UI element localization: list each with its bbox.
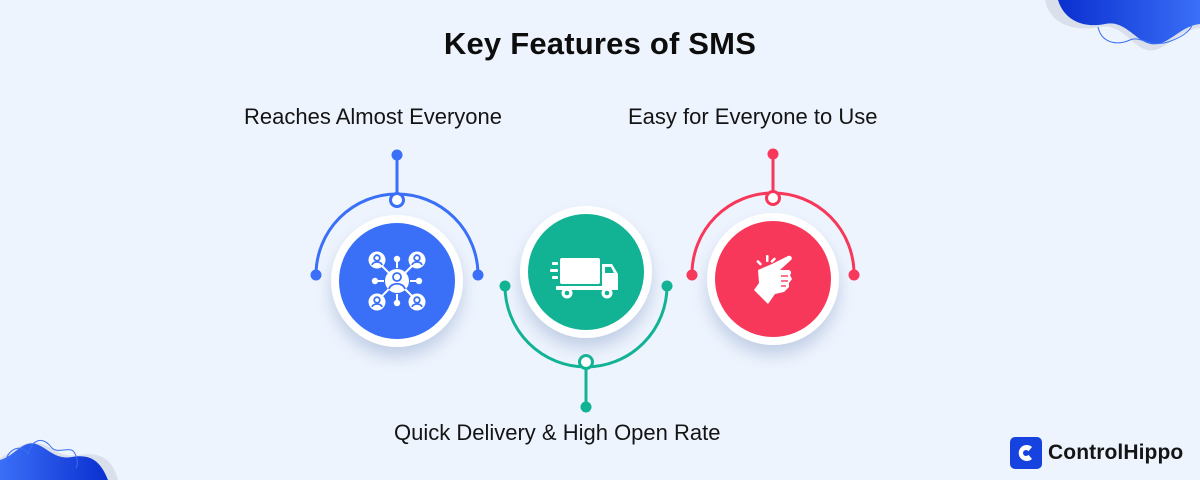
feature-label-delivery: Quick Delivery & High Open Rate bbox=[394, 420, 721, 445]
corner-wave-top-right bbox=[1045, 0, 1200, 51]
finger-snap-icon bbox=[754, 255, 792, 304]
feature-label-easy: Easy for Everyone to Use bbox=[628, 104, 878, 129]
corner-wave-bottom-left bbox=[0, 439, 118, 480]
feature-node-reach bbox=[310, 149, 484, 347]
page-title: Key Features of SMS bbox=[443, 26, 757, 61]
controlhippo-logo-icon bbox=[1010, 437, 1042, 469]
feature-node-delivery bbox=[499, 206, 673, 413]
feature-node-easy bbox=[686, 148, 860, 345]
brand-name: ControlHippo bbox=[1048, 441, 1184, 464]
brand-logo: ControlHippo bbox=[1010, 437, 1183, 469]
feature-label-reach: Reaches Almost Everyone bbox=[244, 104, 503, 129]
